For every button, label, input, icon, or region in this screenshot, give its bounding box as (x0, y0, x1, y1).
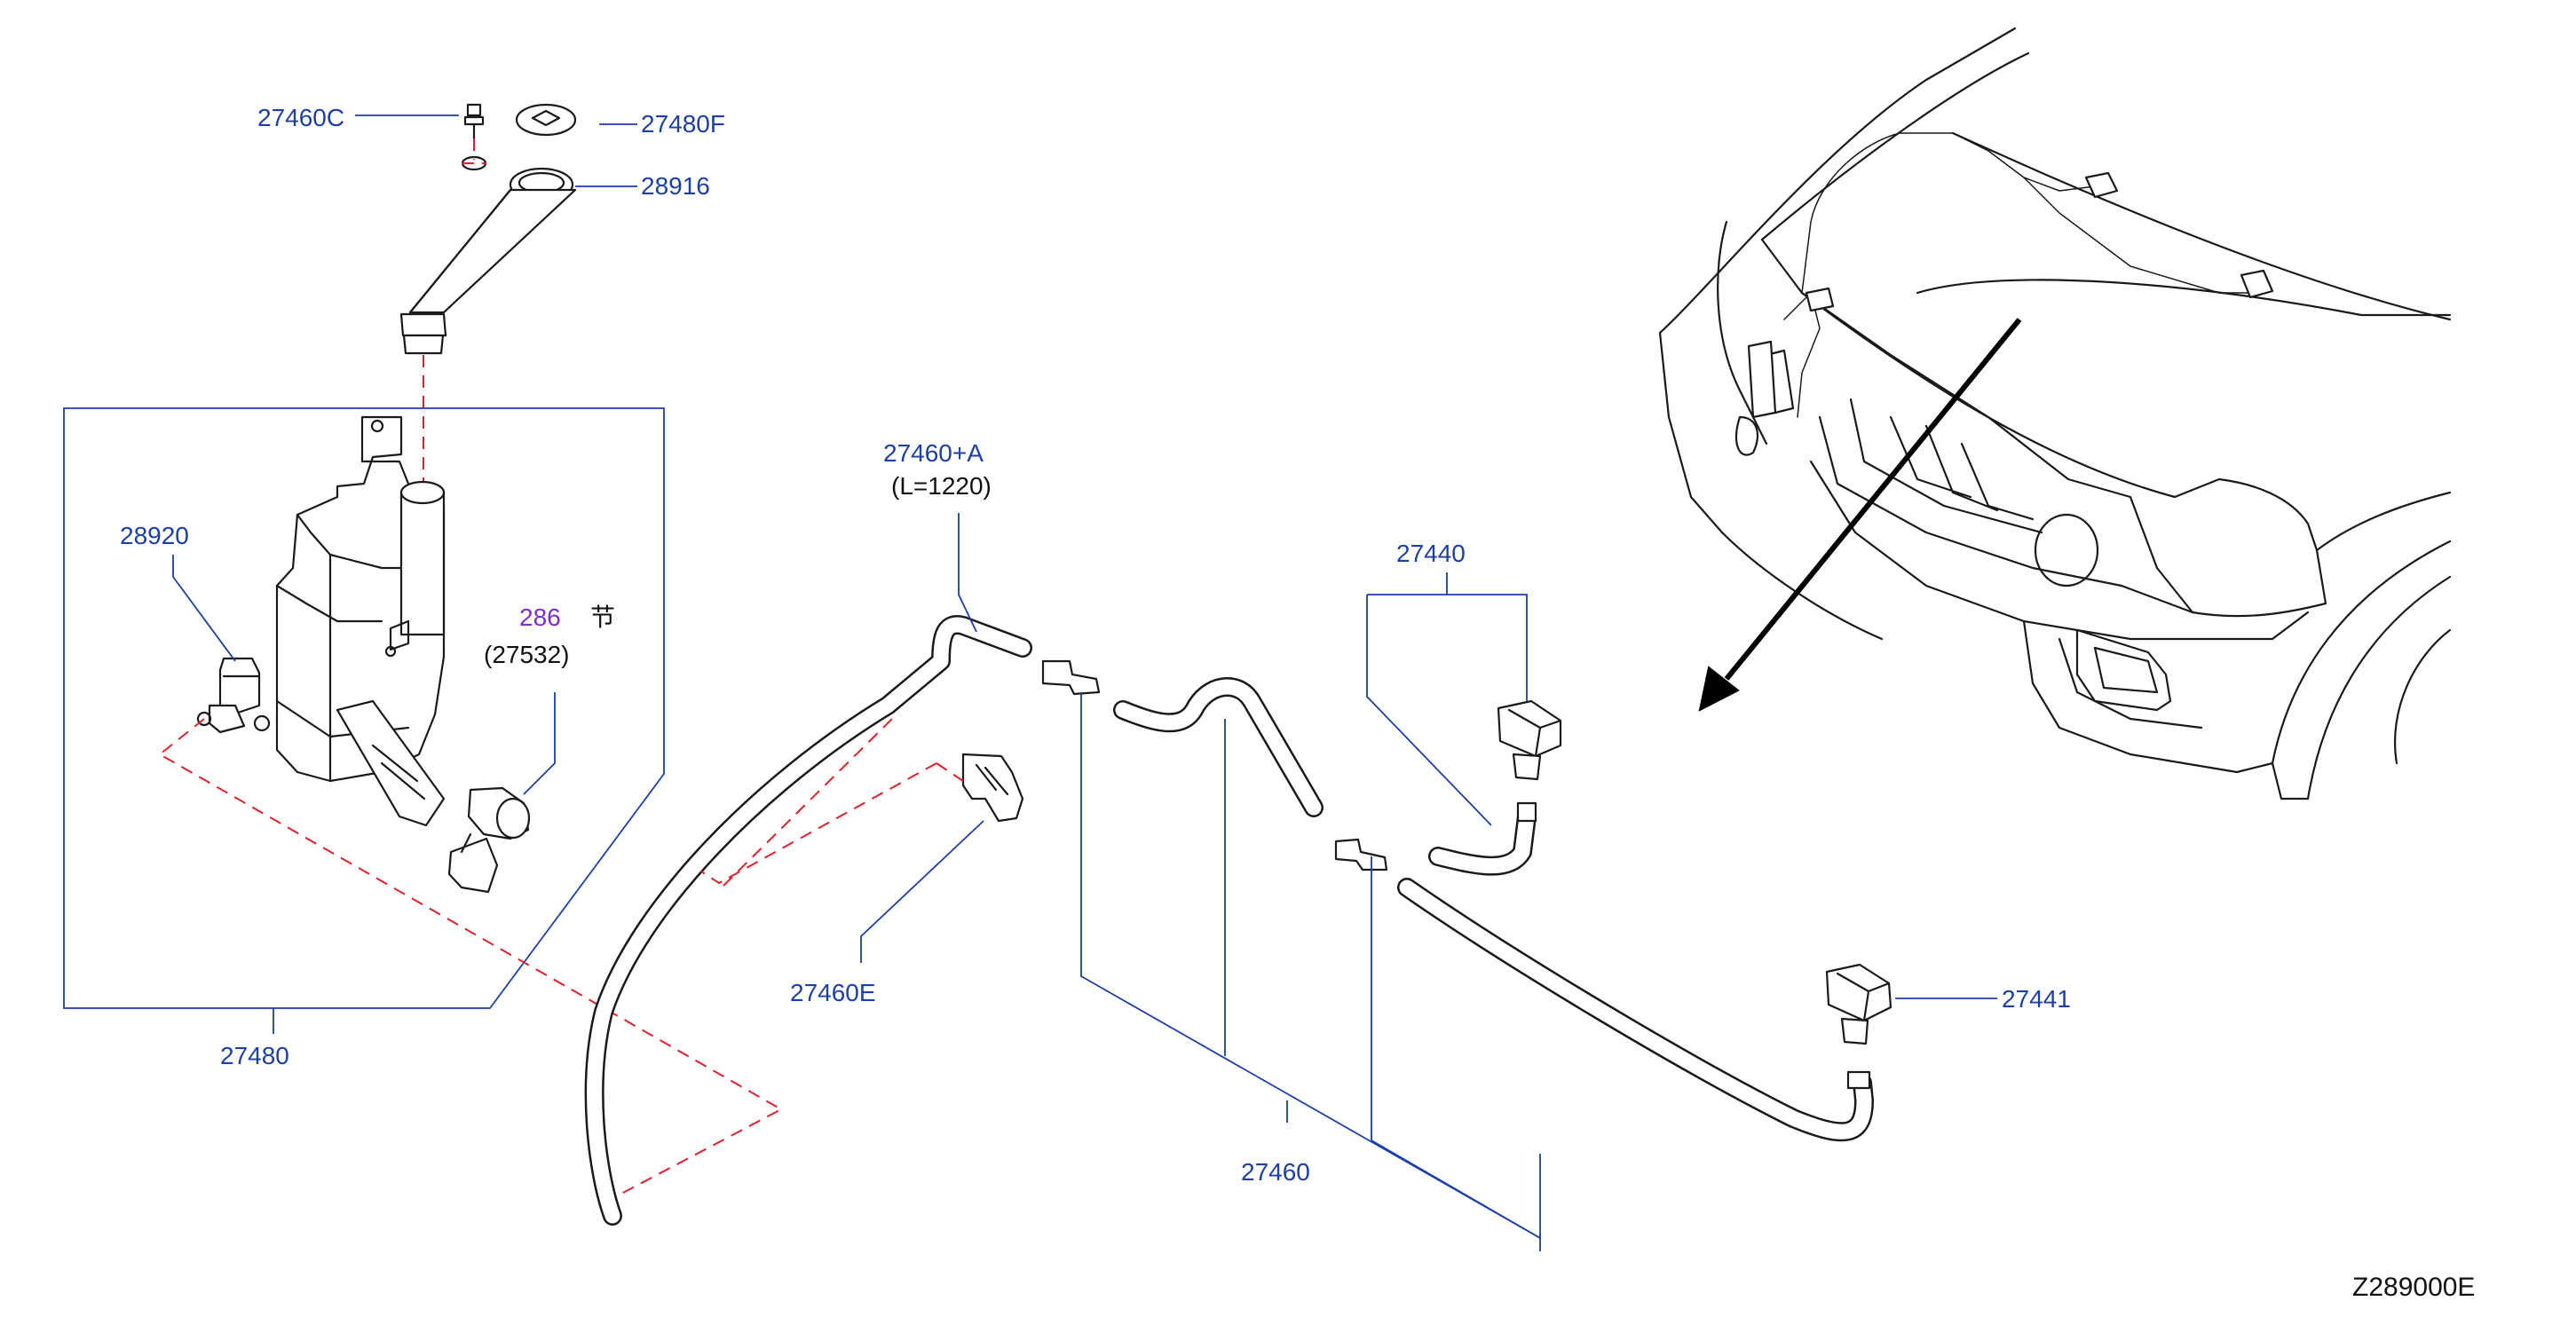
view-direction-arrow (1698, 318, 2022, 712)
label-27480[interactable]: 27480 (220, 1042, 289, 1069)
clip-dashed-guide (700, 718, 964, 887)
label-27440[interactable]: 27440 (1396, 540, 1466, 567)
hose-27460A[interactable] (584, 615, 1032, 1226)
label-27460[interactable]: 27460 (1241, 1158, 1310, 1186)
level-sensor-27532[interactable] (447, 786, 531, 894)
bolt-27460C[interactable] (461, 103, 487, 171)
hose-27460-mid[interactable] (1113, 677, 1324, 817)
label-27532[interactable]: (27532) (484, 641, 570, 668)
label-286-glyph: 节 (590, 603, 615, 631)
label-27460E[interactable]: 27460E (790, 979, 876, 1006)
clip-27460E[interactable] (961, 753, 1024, 823)
joint-27460[interactable] (1041, 659, 1388, 871)
washer-pump-28920[interactable] (196, 657, 271, 734)
label-28920[interactable]: 28920 (120, 522, 189, 549)
hose-27440[interactable] (1428, 807, 1537, 876)
label-27441[interactable]: 27441 (2002, 985, 2071, 1013)
label-28916[interactable]: 28916 (641, 172, 710, 200)
label-286[interactable]: 286 (519, 603, 561, 631)
nozzle-27440[interactable] (1497, 699, 1562, 823)
leader-lines (172, 114, 1997, 1251)
washer-tank[interactable] (275, 415, 446, 827)
hose-27460-long[interactable] (1397, 878, 1874, 1142)
label-27460A-length: (L=1220) (891, 472, 992, 500)
label-27460A[interactable]: 27460+A (883, 439, 984, 467)
filler-cap-27480F[interactable] (515, 103, 577, 137)
label-27460C[interactable]: 27460C (257, 104, 344, 131)
tank-dashed-guide (158, 718, 784, 1195)
nozzle-27441[interactable] (1825, 963, 1892, 1090)
filler-neck-28916[interactable] (399, 167, 577, 355)
vehicle-front-view (1658, 27, 2452, 800)
assembly-box-27480 (63, 407, 665, 1009)
label-27480F[interactable]: 27480F (641, 110, 725, 138)
diagram-code: Z289000E (2352, 1273, 2475, 1302)
